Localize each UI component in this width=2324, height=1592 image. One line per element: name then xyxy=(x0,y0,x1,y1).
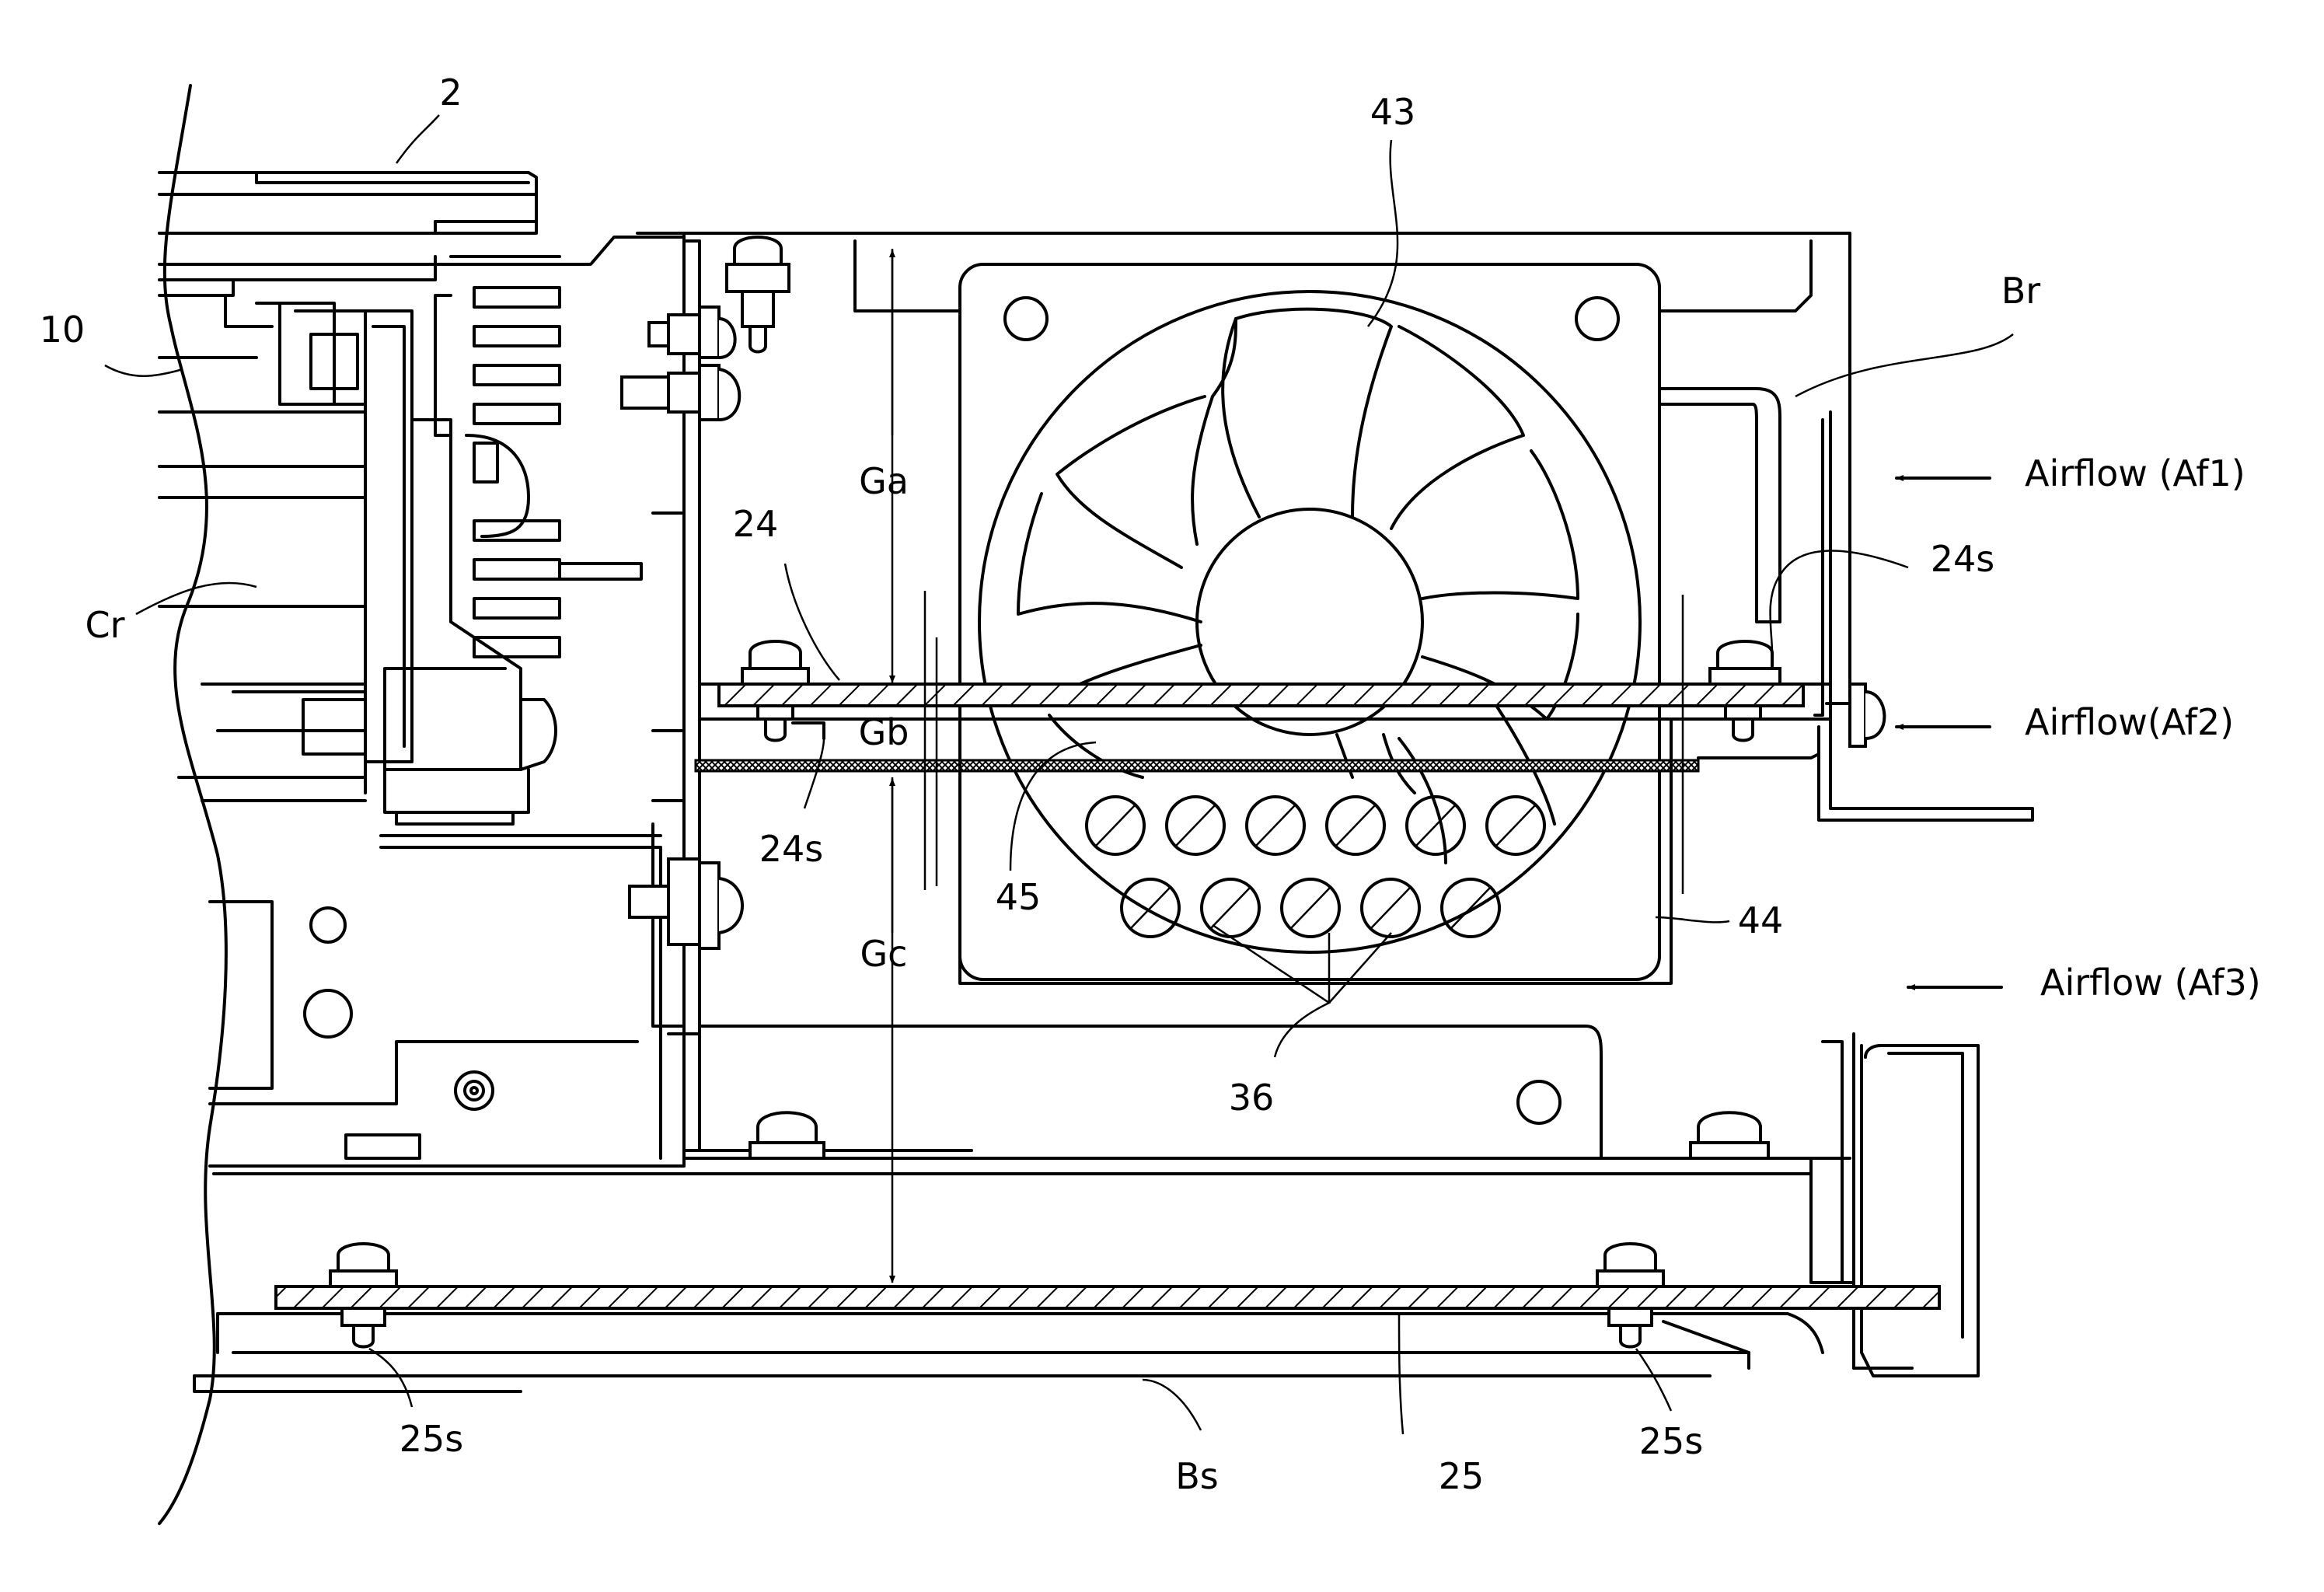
left-chassis xyxy=(159,173,684,1166)
label-gb: Gb xyxy=(859,711,909,753)
label-2: 2 xyxy=(439,72,462,113)
heatsink xyxy=(435,257,641,657)
label-gc: Gc xyxy=(860,933,908,975)
label-44: 44 xyxy=(1738,899,1784,941)
label-airflow-af1: Airflow (Af1) xyxy=(2025,452,2245,494)
label-24s-right: 24s xyxy=(1931,538,1995,580)
label-cr: Cr xyxy=(85,604,124,646)
label-25: 25 xyxy=(1439,1455,1485,1497)
break-line-left xyxy=(159,86,226,1524)
label-10: 10 xyxy=(40,309,85,351)
label-25s-left: 25s xyxy=(400,1418,464,1460)
label-24: 24 xyxy=(733,503,779,545)
label-bs: Bs xyxy=(1175,1455,1219,1497)
label-24s-left: 24s xyxy=(759,828,824,870)
filter-mesh xyxy=(696,760,1698,771)
label-airflow-af2: Airflow(Af2) xyxy=(2025,701,2234,743)
label-43: 43 xyxy=(1370,91,1416,133)
label-airflow-af3: Airflow (Af3) xyxy=(2040,962,2261,1004)
label-ga: Ga xyxy=(859,460,909,502)
label-45: 45 xyxy=(996,876,1042,918)
label-36: 36 xyxy=(1229,1077,1275,1119)
label-br: Br xyxy=(2001,270,2041,312)
fan xyxy=(960,264,1659,979)
label-25s-right: 25s xyxy=(1639,1420,1704,1462)
